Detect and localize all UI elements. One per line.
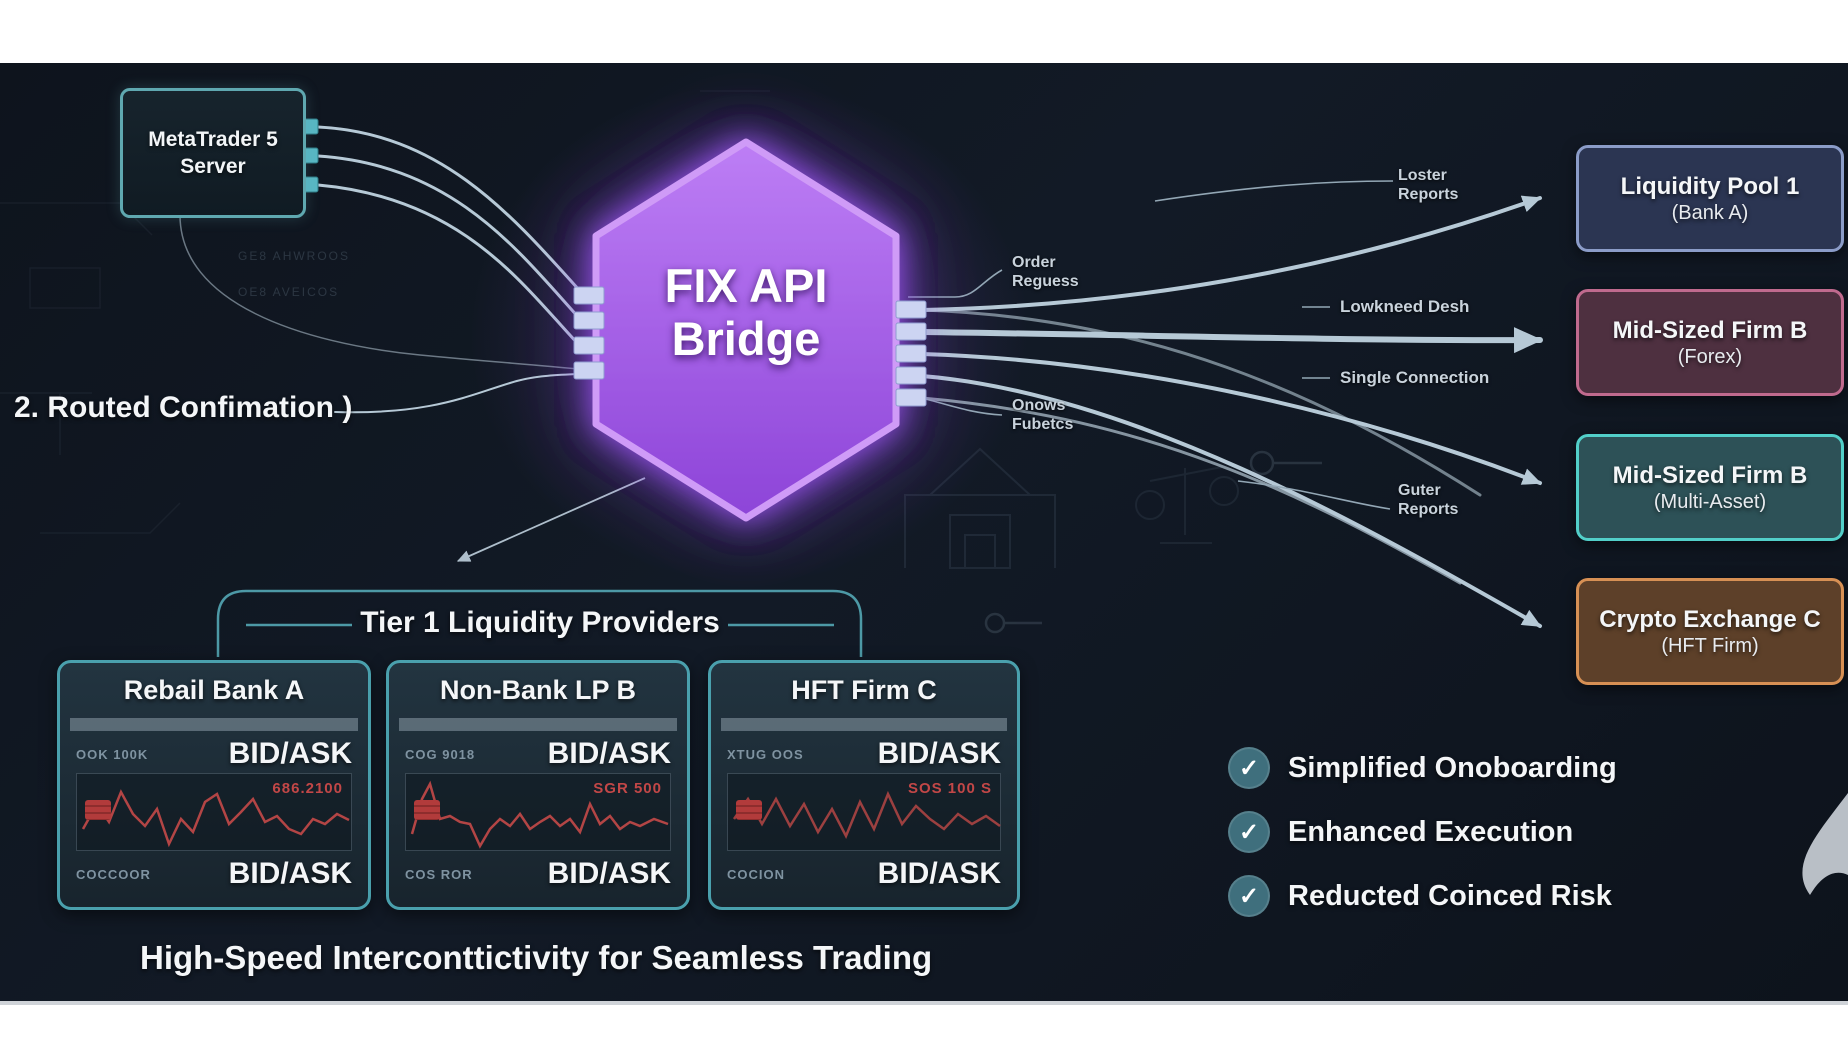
- box-crypto-exchange: Crypto Exchange C (HFT Firm): [1576, 578, 1844, 685]
- flow-label-onows: Onows Fubetcs: [1012, 396, 1073, 434]
- card1-bottom-quote: BID/ASK: [228, 857, 352, 890]
- card1-chart: 686.2100: [76, 773, 352, 851]
- benefit-row-1: ✓ Simplified Onoboarding: [1228, 739, 1698, 797]
- ghost-text-1: GE8 AHWROOS: [238, 249, 351, 263]
- routed-confirmation-note: 2. Routed Confimation ): [14, 391, 353, 424]
- card1-divider: [70, 718, 358, 731]
- loster-line1: Loster: [1398, 167, 1447, 184]
- card2-chart-value: SGR 500: [593, 780, 662, 797]
- scales-decor: [1135, 466, 1239, 544]
- card1-sparkline: [81, 789, 350, 848]
- hexagon-line1: FIX API: [664, 259, 828, 312]
- wiring-layer: [0, 90, 1848, 895]
- mt5-server-box: MetaTrader 5 Server: [120, 88, 306, 218]
- fix-api-hexagon: [592, 138, 900, 522]
- card2-bottom-quote: BID/ASK: [547, 857, 671, 890]
- card3-sparkline: [732, 790, 1001, 839]
- card1-bottom-code: COCCOOR: [76, 866, 151, 882]
- benefit-3-label: Reducted Coinced Risk: [1288, 879, 1612, 912]
- guter-line1: Guter: [1398, 482, 1441, 499]
- guter-line2: Reports: [1398, 501, 1459, 518]
- card2-bottom-code: COS ROR: [405, 866, 473, 882]
- flow-label-order: Order Reguess: [1012, 253, 1079, 291]
- fix-api-bridge-label: FIX API Bridge: [596, 259, 896, 365]
- benefit-2-label: Enhanced Execution: [1288, 815, 1574, 848]
- node-decor: [984, 450, 1322, 634]
- loster-line2: Reports: [1398, 186, 1459, 203]
- flow-label-lowkneed: Lowkneed Desh: [1340, 297, 1470, 316]
- card3-red-chip-icon: [736, 800, 762, 820]
- flow-label-guter: Guter Reports: [1398, 481, 1458, 519]
- diagram-caption: High-Speed Interconttictivity for Seamle…: [140, 939, 933, 976]
- box3-title: Mid-Sized Firm B: [1612, 461, 1808, 489]
- lp-card-nonbank-lp: Non-Bank LP B COG 9018 BID/ASK SGR 500 C…: [386, 660, 690, 910]
- box1-subtitle: (Bank A): [1671, 201, 1749, 224]
- box1-title: Liquidity Pool 1: [1620, 172, 1800, 200]
- box4-subtitle: (HFT Firm): [1661, 634, 1759, 657]
- mt5-title-line2: Server: [180, 155, 246, 178]
- card1-top-quote: BID/ASK: [228, 737, 352, 770]
- card3-top-quote: BID/ASK: [877, 737, 1001, 770]
- tier1-group-label: Tier 1 Liquidity Providers: [360, 606, 720, 639]
- card3-title: HFT Firm C: [791, 675, 937, 705]
- benefit-row-3: ✓ Reducted Coinced Risk: [1228, 867, 1698, 925]
- benefit-1-label: Simplified Onoboarding: [1288, 751, 1617, 784]
- building-decor: [904, 447, 1056, 569]
- flow-label-single-connection: Single Connection: [1340, 368, 1490, 387]
- box2-title: Mid-Sized Firm B: [1612, 316, 1808, 344]
- box-mid-sized-firm-forex: Mid-Sized Firm B (Forex): [1576, 289, 1844, 396]
- card2-divider: [399, 718, 677, 731]
- tier-bracket: [216, 589, 863, 657]
- card1-chart-value: 686.2100: [272, 780, 343, 797]
- box2-subtitle: (Forex): [1677, 345, 1743, 368]
- card1-red-chip-icon: [85, 800, 111, 820]
- card3-divider: [721, 718, 1007, 731]
- card1-top-code: OOK 100K: [76, 746, 149, 762]
- box-liquidity-pool-1: Liquidity Pool 1 (Bank A): [1576, 145, 1844, 252]
- card2-title: Non-Bank LP B: [439, 675, 636, 705]
- check-icon: ✓: [1228, 875, 1270, 917]
- card1-title: Rebail Bank A: [123, 675, 305, 705]
- card3-top-code: XTUG OOS: [727, 746, 804, 762]
- hexagon-ports: [573, 286, 927, 407]
- diagram-canvas: MetaTrader 5 Server FIX API Bridge 2. Ro…: [0, 63, 1848, 1005]
- check-icon: ✓: [1228, 811, 1270, 853]
- benefit-row-2: ✓ Enhanced Execution: [1228, 803, 1698, 861]
- card2-top-quote: BID/ASK: [547, 737, 671, 770]
- card3-chart: SOS 100 S: [727, 773, 1001, 851]
- card2-chart: SGR 500: [405, 773, 671, 851]
- box3-subtitle: (Multi-Asset): [1653, 490, 1767, 513]
- card2-top-code: COG 9018: [405, 746, 476, 762]
- lp-card-retail-bank: Rebail Bank A OOK 100K BID/ASK 686.2100 …: [57, 660, 371, 910]
- output-wires: [919, 195, 1543, 628]
- check-icon: ✓: [1228, 747, 1270, 789]
- card2-sparkline: [410, 780, 669, 849]
- box-mid-sized-firm-multiasset: Mid-Sized Firm B (Multi-Asset): [1576, 434, 1844, 541]
- lp-card-hft-firm: HFT Firm C XTUG OOS BID/ASK SOS 100 S CO…: [708, 660, 1020, 910]
- box4-title: Crypto Exchange C: [1599, 605, 1821, 633]
- card2-red-chip-icon: [414, 800, 440, 820]
- ghost-text-2: OE8 AVEICOS: [238, 285, 340, 299]
- card3-bottom-code: COCION: [727, 866, 785, 882]
- flow-label-loster: Loster Reports: [1398, 166, 1458, 204]
- card3-chart-value: SOS 100 S: [907, 780, 992, 797]
- circuit-decor: [0, 90, 770, 534]
- tier-arrow: [456, 477, 646, 562]
- corner-arrow-decor: [1802, 793, 1848, 895]
- mt5-wires: [179, 125, 582, 414]
- hexagon-line2: Bridge: [671, 312, 821, 365]
- onows-line1: Onows: [1012, 397, 1066, 414]
- mt5-title-line1: MetaTrader 5: [148, 128, 278, 151]
- onows-line2: Fubetcs: [1012, 416, 1074, 433]
- card3-bottom-quote: BID/ASK: [877, 857, 1001, 890]
- order-line2: Reguess: [1012, 273, 1079, 290]
- order-line1: Order: [1012, 254, 1056, 271]
